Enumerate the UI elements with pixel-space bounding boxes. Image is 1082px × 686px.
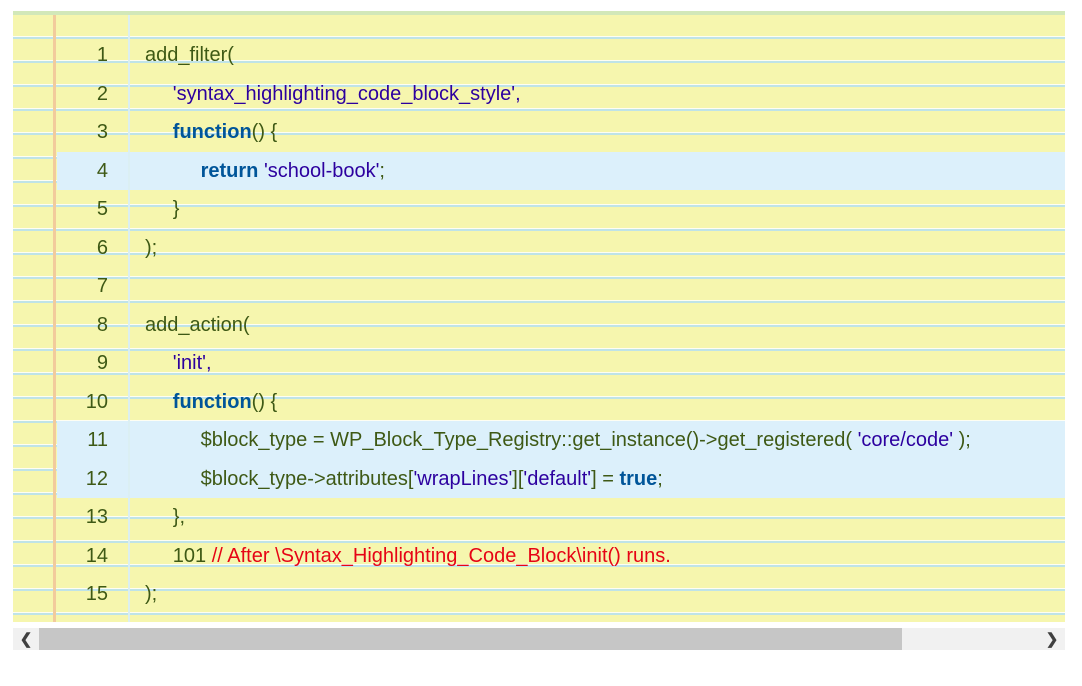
code-line: 6); xyxy=(13,229,1065,268)
line-number: 5 xyxy=(96,198,108,220)
line-number-separator xyxy=(128,15,130,622)
code-line: 12 $block_type->attributes['wrapLines'][… xyxy=(13,459,1065,499)
code-text xyxy=(128,267,1065,306)
line-number: 13 xyxy=(85,506,108,528)
code-text: 'syntax_highlighting_code_block_style', xyxy=(172,82,521,105)
code-text: $block_type = WP_Block_Type_Registry::ge… xyxy=(145,429,971,451)
code-line: 5 } xyxy=(13,190,1065,229)
code-text: } xyxy=(145,198,180,220)
line-number: 4 xyxy=(96,159,108,182)
line-number: 1 xyxy=(96,44,108,66)
scrollbar-thumb[interactable] xyxy=(39,628,902,650)
code-line: 1 add_filter( xyxy=(13,36,1065,75)
code-text: return 'school-book'; xyxy=(200,159,385,182)
code-text: 101 // After \Syntax_Highlighting_Code_B… xyxy=(145,544,671,567)
code-line: 14 101 // After \Syntax_Highlighting_Cod… xyxy=(13,537,1065,576)
scroll-left-arrow-icon[interactable]: ❮ xyxy=(13,628,39,650)
notebook-margin-line xyxy=(53,15,56,622)
code-text: add_filter( xyxy=(145,44,234,66)
line-number: 10 xyxy=(85,390,108,413)
school-book-code-paper[interactable]: 1 add_filter( 2 'syntax_highlighting_code_… xyxy=(13,11,1065,622)
code-line: 13 }, xyxy=(13,498,1065,537)
code-text: ); xyxy=(145,236,158,259)
code-text: $block_type->attributes['wrapLines']['de… xyxy=(145,467,663,490)
code-line: 7 xyxy=(13,267,1065,306)
line-number: 2 xyxy=(96,82,108,105)
line-number: 14 xyxy=(85,544,108,567)
code-line: 3 function() { xyxy=(13,113,1065,152)
code-line: 11 $block_type = WP_Block_Type_Registry:… xyxy=(13,421,1065,460)
code-text: function() { xyxy=(172,390,278,413)
code-line: 9 'init', xyxy=(13,344,1065,383)
code-line: 4 return 'school-book'; xyxy=(13,151,1065,191)
code-text: ); xyxy=(145,583,158,605)
line-number: 11 xyxy=(87,429,108,451)
line-number: 12 xyxy=(85,467,108,490)
line-number: 15 xyxy=(85,583,108,605)
code-text: }, xyxy=(145,506,186,528)
line-number: 3 xyxy=(96,121,108,143)
line-number: 6 xyxy=(96,236,108,259)
code-lines: 1 add_filter( 2 'syntax_highlighting_code_… xyxy=(13,15,1065,614)
code-text: 'init', xyxy=(172,352,212,374)
code-line: 8 add_action( xyxy=(13,306,1065,345)
code-line: 15); xyxy=(13,575,1065,614)
code-text: function() { xyxy=(172,121,278,143)
line-number: 8 xyxy=(96,313,108,336)
horizontal-scrollbar[interactable]: ❮ ❯ xyxy=(13,628,1065,650)
code-line: 10 function() { xyxy=(13,383,1065,422)
line-number: 7 xyxy=(96,275,108,297)
code-line: 2 'syntax_highlighting_code_block_style'… xyxy=(13,75,1065,114)
scroll-right-arrow-icon[interactable]: ❯ xyxy=(1039,628,1065,650)
code-text: add_action( xyxy=(145,313,250,336)
line-number: 9 xyxy=(96,352,108,374)
